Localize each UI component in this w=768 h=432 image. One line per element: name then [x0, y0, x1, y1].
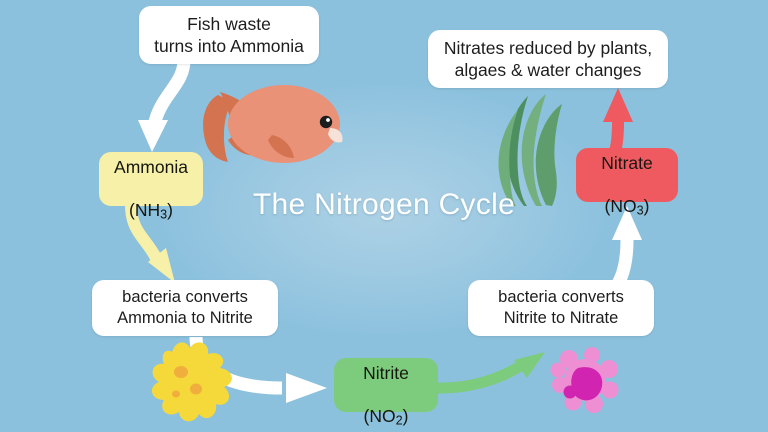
compound-nitrite-name: Nitrite	[363, 363, 409, 384]
callout-bacteria-ammonia-to-nitrite: bacteria converts Ammonia to Nitrite	[92, 280, 278, 336]
yellow-bacteria-illustration	[151, 342, 232, 422]
compound-nitrate: Nitrate (NO3)	[576, 148, 678, 217]
compound-ammonia-name: Ammonia	[114, 157, 188, 178]
compound-nitrate-name: Nitrate	[601, 153, 653, 174]
compound-ammonia: Ammonia (NH3)	[99, 152, 203, 221]
compound-nitrite-formula: (NO2)	[363, 405, 409, 427]
fish-illustration	[203, 85, 343, 163]
pink-bacteria-illustration	[550, 347, 619, 413]
callout-bacteria-nitrite-to-nitrate: bacteria converts Nitrite to Nitrate	[468, 280, 654, 336]
callout-fish-waste: Fish waste turns into Ammonia	[139, 6, 319, 64]
compound-ammonia-formula: (NH3)	[129, 199, 173, 221]
page-title: The Nitrogen Cycle	[252, 188, 516, 221]
arrow-nitrite-to-bacteria-icon	[435, 352, 545, 394]
compound-nitrate-formula: (NO3)	[604, 195, 650, 217]
arrow-bacteria-to-nitrite-icon	[189, 336, 327, 403]
compound-nitrite: Nitrite (NO2)	[334, 358, 438, 427]
callout-nitrates-reduced: Nitrates reduced by plants, algaes & wat…	[428, 30, 668, 88]
